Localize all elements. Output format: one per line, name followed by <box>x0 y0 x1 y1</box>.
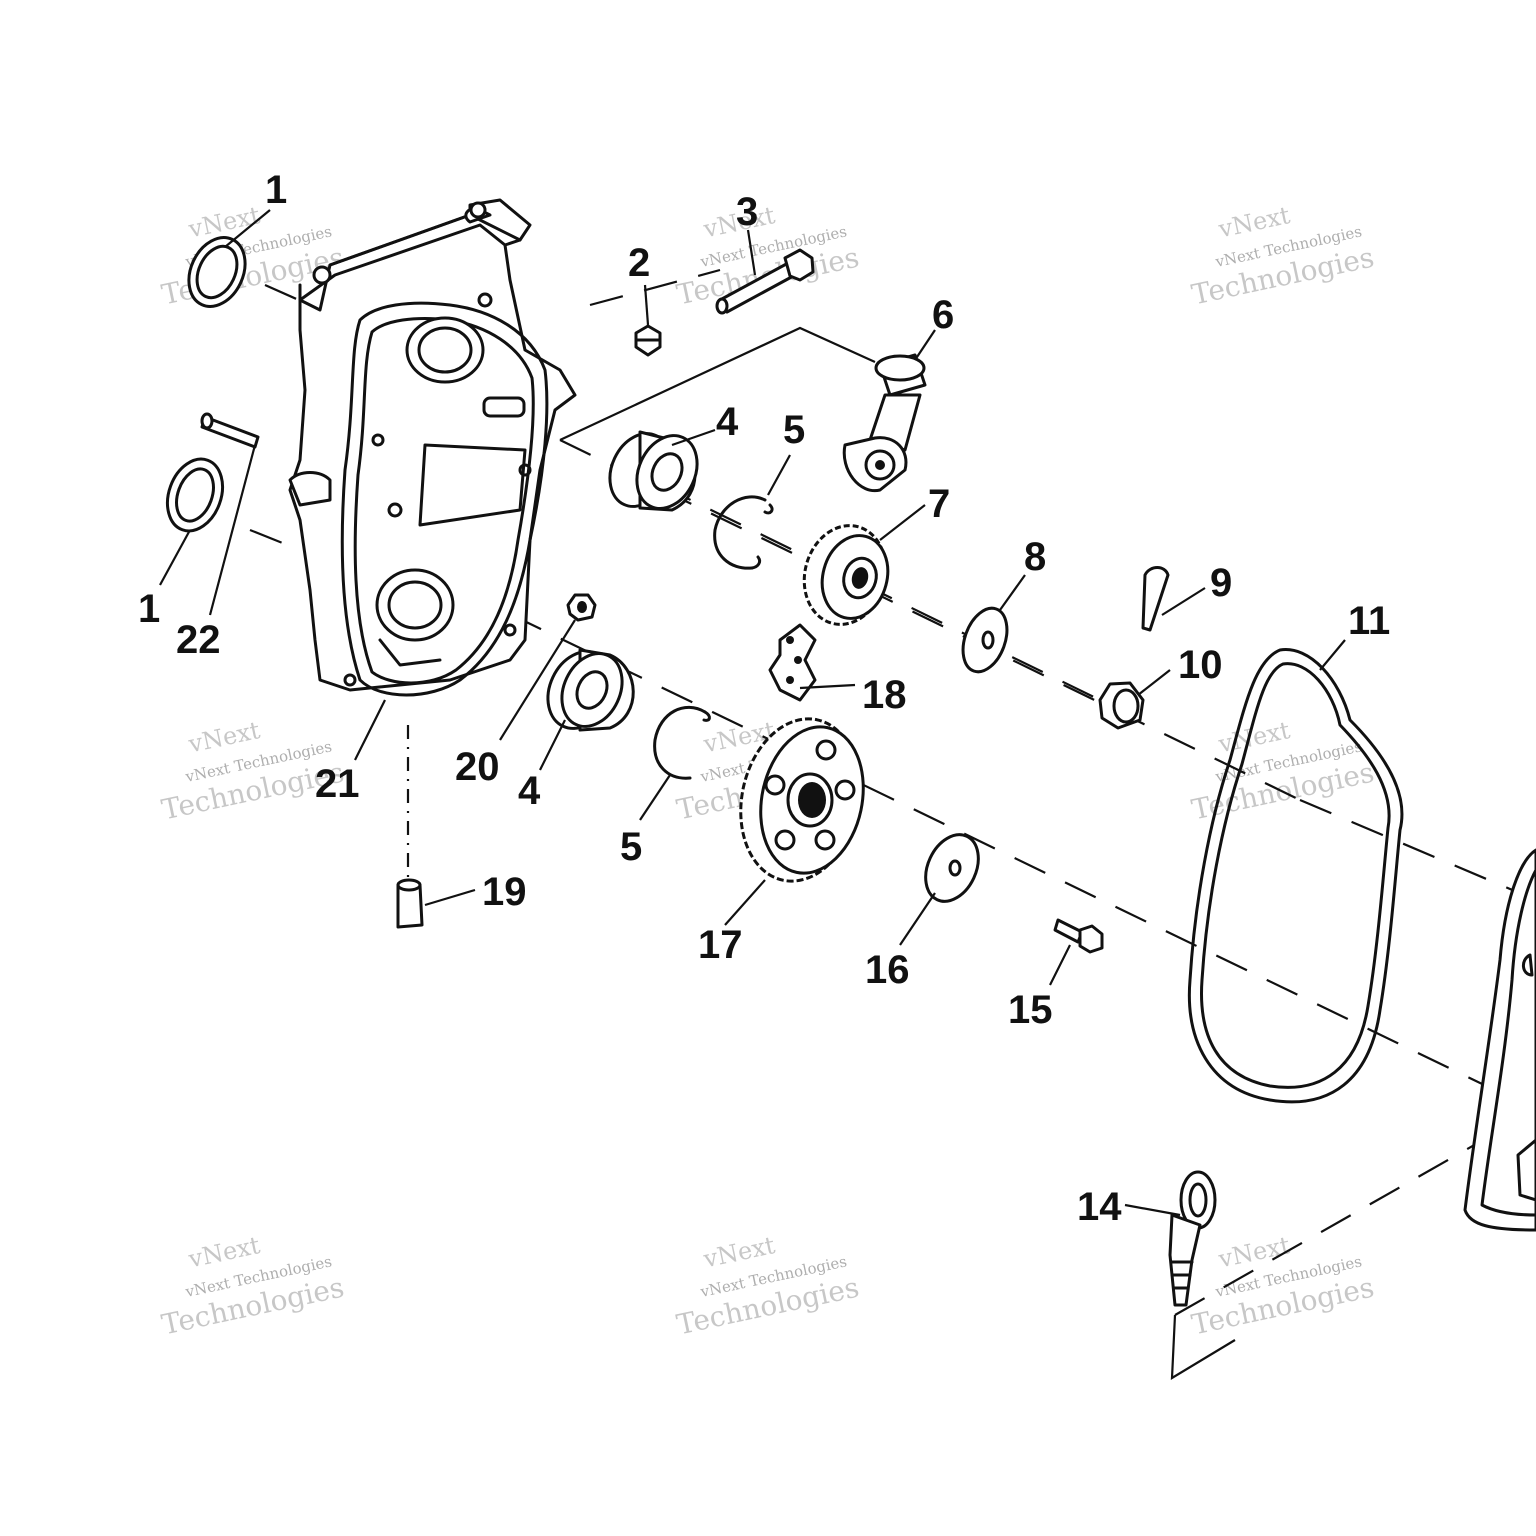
watermark-line1: vNext <box>185 716 263 759</box>
callout-19: 19 <box>482 870 527 914</box>
watermark: vNext vNext Technologies Technologies <box>1189 201 1377 311</box>
watermark: vNext vNext Technologies Technologies <box>1189 1231 1377 1341</box>
callout-1-top: 1 <box>265 168 287 212</box>
callout-18: 18 <box>862 673 907 717</box>
watermark: vNext vNext Technologies Technologies <box>1189 716 1377 826</box>
washer-lower <box>924 833 980 903</box>
watermark-line1: vNext <box>185 1231 263 1274</box>
callout-7: 7 <box>928 482 950 526</box>
callout-1-bottom: 1 <box>138 587 160 631</box>
drain-plug <box>396 878 424 929</box>
callout-6: 6 <box>932 293 954 337</box>
callout-11: 11 <box>1348 599 1390 643</box>
cotter-pin <box>1141 566 1170 632</box>
large-gear <box>739 717 865 883</box>
callout-16: 16 <box>865 948 910 992</box>
tensioner-arm <box>842 353 927 493</box>
callout-3: 3 <box>736 190 758 234</box>
drive-chain <box>768 623 817 702</box>
callout-4-top: 4 <box>716 400 739 444</box>
watermark-line1: vNext <box>1215 1231 1293 1274</box>
callout-5-bottom: 5 <box>620 825 642 869</box>
callout-8: 8 <box>1024 535 1046 579</box>
bearing-lower <box>546 648 635 732</box>
long-bolt <box>715 248 815 315</box>
callout-5-top: 5 <box>783 408 805 452</box>
bearing-upper <box>608 430 699 512</box>
callout-20: 20 <box>455 745 500 789</box>
dipstick <box>1168 1170 1217 1307</box>
watermark: vNext vNext Technologies Technologies <box>159 1231 347 1341</box>
watermark: vNext vNext Technologies Technologies <box>159 201 347 311</box>
bolt-line <box>589 268 721 307</box>
washer-upper <box>961 606 1009 674</box>
seal-top-line <box>264 283 311 307</box>
callout-17: 17 <box>698 923 743 967</box>
callout-labels: 1 2 3 4 5 6 7 8 9 10 11 1 22 18 20 21 4 … <box>138 168 1390 1229</box>
upper-axis-line-ext <box>1299 798 1536 902</box>
callout-21: 21 <box>315 762 360 806</box>
watermark-line1: vNext <box>700 1231 778 1274</box>
callout-9: 9 <box>1210 561 1232 605</box>
callout-4-bottom: 4 <box>518 769 541 813</box>
callout-14: 14 <box>1077 1185 1122 1229</box>
snap-ring-upper <box>713 495 774 570</box>
watermark-line1: vNext <box>1215 201 1293 244</box>
arm-axis-line <box>559 326 876 441</box>
lower-axis-line <box>459 589 1536 1111</box>
seal-upper <box>187 236 247 308</box>
castle-nut <box>1098 681 1145 730</box>
seal-line <box>249 528 301 552</box>
callout-22: 22 <box>176 618 221 662</box>
gearcase-housing <box>288 198 577 697</box>
snap-ring-lower <box>653 705 711 780</box>
dipstick-bracket <box>1170 1314 1236 1381</box>
watermark: vNext vNext Technologies Technologies <box>674 1231 862 1341</box>
short-bolt <box>1053 918 1104 954</box>
callout-10: 10 <box>1178 643 1223 687</box>
small-sprocket <box>802 524 890 626</box>
nut-small <box>634 324 662 357</box>
gasket <box>1187 648 1404 1104</box>
callout-2: 2 <box>628 241 650 285</box>
flange-nut <box>566 593 597 622</box>
leader-lines <box>159 209 1346 1217</box>
gearcase-cover <box>1463 848 1536 1232</box>
callout-15: 15 <box>1008 988 1053 1032</box>
seal-lower <box>165 457 225 533</box>
dowel-pin <box>200 412 260 449</box>
